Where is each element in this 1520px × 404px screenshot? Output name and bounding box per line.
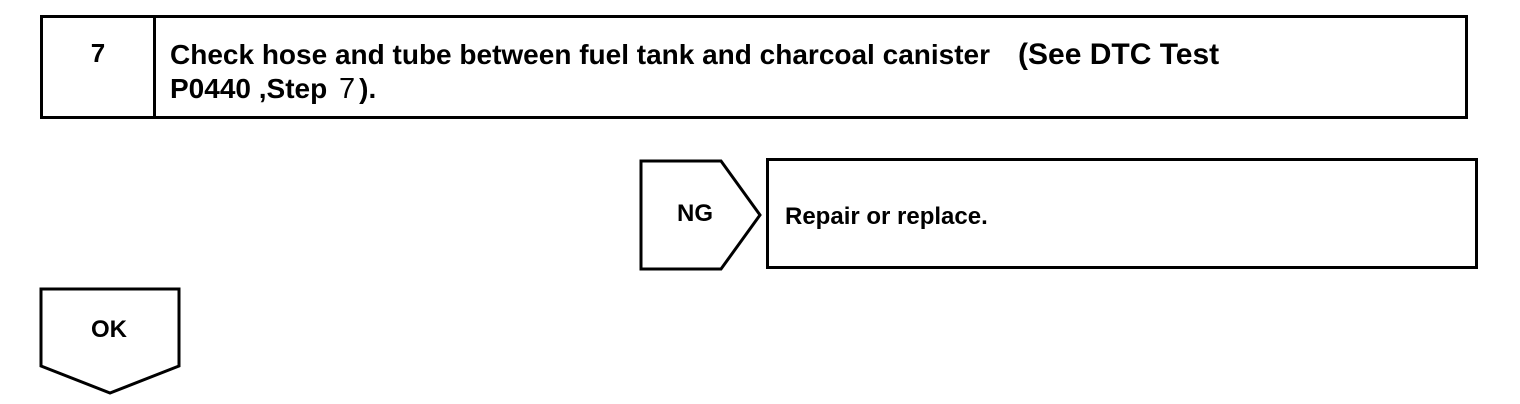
step-reference-number: 7 [338, 73, 356, 105]
ok-arrow-shape [39, 287, 181, 395]
ng-action-text: Repair or replace. [785, 203, 988, 230]
ng-action-box: Repair or replace. [766, 158, 1478, 269]
step-reference-prefix: (See DTC Test [1018, 38, 1220, 71]
step-line-2: P0440 ,Step 7). [170, 72, 1465, 106]
ng-label: NG [677, 200, 713, 227]
ok-label: OK [91, 316, 127, 343]
step-reference-line2: P0440 ,Step [170, 73, 328, 104]
step-box: 7 Check hose and tube between fuel tank … [40, 15, 1468, 119]
step-reference-suffix: ). [359, 73, 377, 104]
ng-arrow-shape [639, 159, 762, 271]
step-description: Check hose and tube between fuel tank an… [156, 18, 1465, 116]
step-number: 7 [43, 18, 156, 116]
step-title: Check hose and tube between fuel tank an… [170, 39, 991, 70]
step-line-1: Check hose and tube between fuel tank an… [170, 38, 1465, 72]
